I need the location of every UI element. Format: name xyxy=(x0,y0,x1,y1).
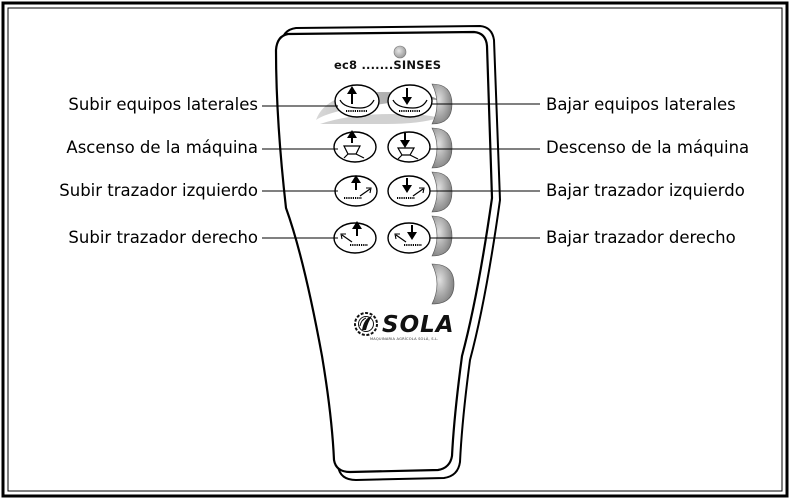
model-name: SINSES xyxy=(393,58,442,72)
label-bajar-equipos-laterales: Bajar equipos laterales xyxy=(546,95,736,114)
label-bajar-trazador-izquierdo: Bajar trazador izquierdo xyxy=(546,181,745,200)
side-button-4[interactable] xyxy=(431,215,453,257)
brand-logo-text: SOLA xyxy=(382,312,455,338)
button-bajar-trazador-derecho[interactable] xyxy=(387,222,431,254)
arrow-down-icon xyxy=(402,88,412,105)
button-bajar-equipos-laterales[interactable] xyxy=(387,84,433,118)
status-led xyxy=(393,45,407,59)
label-subir-trazador-izquierdo: Subir trazador izquierdo xyxy=(59,181,258,200)
label-ascenso-maquina: Ascenso de la máquina xyxy=(66,138,258,157)
sola-gear-icon xyxy=(354,312,378,336)
button-ascenso-maquina[interactable] xyxy=(333,130,377,163)
label-bajar-trazador-derecho: Bajar trazador derecho xyxy=(546,228,736,247)
label-subir-trazador-derecho: Subir trazador derecho xyxy=(68,228,258,247)
arrow-up-icon xyxy=(347,130,357,143)
arrow-down-icon xyxy=(402,178,412,193)
arrow-down-icon xyxy=(400,133,410,148)
model-dots: ....... xyxy=(361,58,394,72)
arrow-up-icon xyxy=(347,86,357,104)
side-button-5[interactable] xyxy=(431,263,455,305)
arrow-down-icon xyxy=(407,225,417,240)
button-descenso-maquina[interactable] xyxy=(387,131,431,163)
inner-border xyxy=(7,7,783,492)
arrow-up-icon xyxy=(351,175,361,190)
model-prefix: ec8 xyxy=(334,58,358,72)
button-subir-equipos-laterales[interactable] xyxy=(334,84,380,118)
label-descenso-maquina: Descenso de la máquina xyxy=(546,138,750,157)
label-subir-equipos-laterales: Subir equipos laterales xyxy=(68,95,258,114)
brand-subtitle: MAQUINARIA AGRÍCOLA SOLÀ, S.L. xyxy=(370,337,439,341)
side-button-2[interactable] xyxy=(431,127,453,169)
button-subir-trazador-izquierdo[interactable] xyxy=(334,175,378,207)
side-button-3[interactable] xyxy=(431,171,453,213)
button-bajar-trazador-izquierdo[interactable] xyxy=(387,175,431,207)
arrow-up-icon xyxy=(352,221,362,236)
device-model-label: ec8 .......SINSES xyxy=(334,58,454,72)
